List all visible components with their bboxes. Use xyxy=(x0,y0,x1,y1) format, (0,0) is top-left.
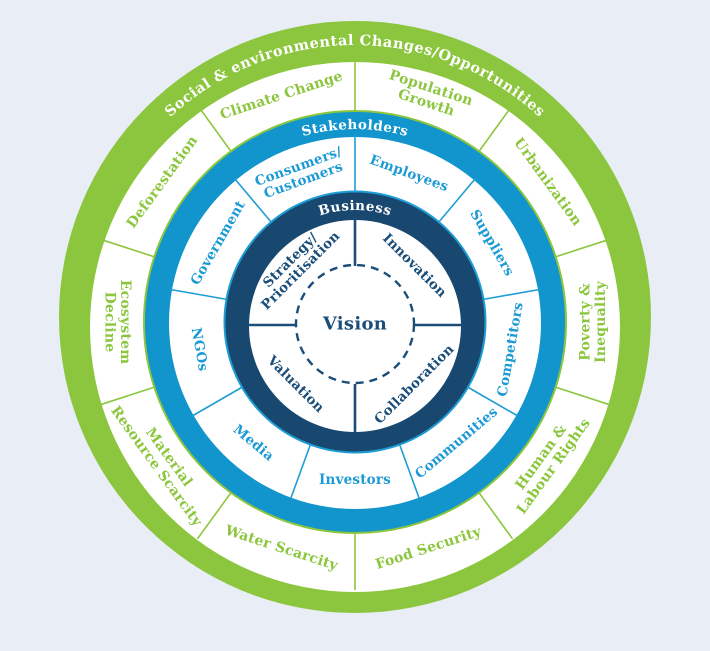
changes-dividers xyxy=(99,54,611,590)
business-ring-title: Business xyxy=(317,198,394,220)
stakeholders-divider xyxy=(169,288,227,301)
label-ecosystem-decline: EcosystemDecline xyxy=(101,280,133,364)
stakeholders-divider xyxy=(468,386,519,417)
stakeholders-dividers xyxy=(169,134,541,499)
changes-divider xyxy=(196,104,233,153)
business-band-hole xyxy=(249,220,461,432)
stakeholders-divider xyxy=(399,444,421,499)
label-investors: Investors xyxy=(319,472,391,488)
changes-divider xyxy=(99,386,156,406)
vision-label: Vision xyxy=(322,314,387,335)
stakeholders-divider xyxy=(438,177,477,223)
changes-divider xyxy=(554,386,611,406)
changes-divider xyxy=(477,104,514,153)
changes-divider xyxy=(99,238,156,258)
label-ngos: NGOs xyxy=(188,326,211,372)
label-poverty-inequality: Poverty &Inequality xyxy=(577,280,609,363)
changes-divider xyxy=(477,491,514,540)
stakeholders-divider xyxy=(191,386,242,417)
business-dividers xyxy=(248,218,462,432)
changes-divider xyxy=(554,238,611,258)
vision-dashed-circle xyxy=(294,263,416,385)
changes-divider xyxy=(196,491,233,540)
stakeholders-divider xyxy=(289,444,311,499)
stakeholders-divider xyxy=(483,288,541,301)
stakeholders-divider xyxy=(233,177,272,223)
